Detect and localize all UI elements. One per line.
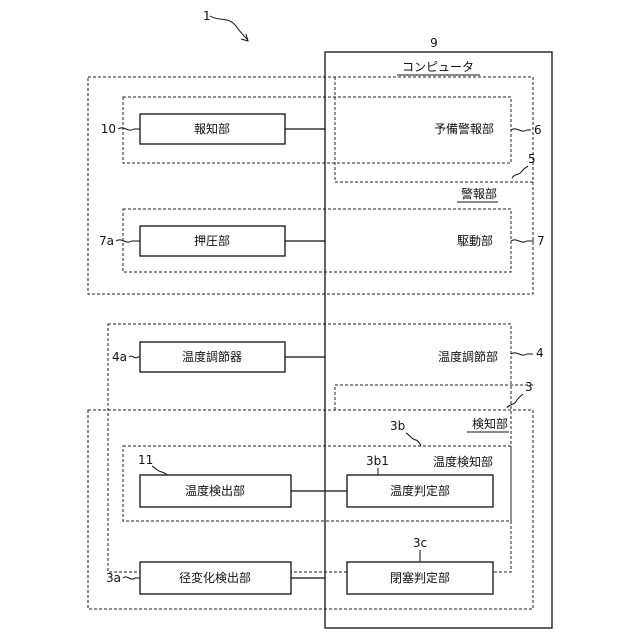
- computer-frame: [325, 52, 552, 628]
- ref-diameter-sensor-leader: [123, 577, 140, 579]
- ref-preliminary-alarm-leader: [511, 129, 531, 131]
- ref-alarm-unit-leader: [512, 166, 528, 178]
- ref-temperature-sensor-leader: [152, 466, 168, 475]
- ref-system-arrowhead: [241, 34, 248, 41]
- temperature-detection-label: 温度検知部: [433, 454, 493, 469]
- temperature-judgment-label: 温度判定部: [390, 483, 450, 498]
- ref-alarm-unit: 5: [528, 152, 536, 166]
- ref-system-leader: [210, 16, 248, 40]
- ref-pressing-leader: [116, 240, 140, 242]
- ref-drive: 7: [537, 234, 545, 248]
- ref-detection-unit: 3: [525, 380, 533, 394]
- computer-label: コンピュータ: [402, 60, 474, 74]
- alarm-unit-outline: [88, 77, 533, 294]
- ref-diameter-sensor: 3a: [106, 571, 121, 585]
- blockage-judgment-label: 閉塞判定部: [390, 570, 450, 585]
- temperature-regulator-label: 温度調節器: [182, 349, 242, 364]
- ref-temperature-regulator-leader: [129, 356, 140, 358]
- ref-notification: 10: [101, 122, 116, 136]
- pressing-label: 押圧部: [194, 233, 230, 248]
- ref-drive-leader: [511, 240, 534, 242]
- ref-blockage-judgment: 3c: [413, 536, 427, 550]
- computer-inner-mask-upper: [326, 164, 333, 190]
- notification-label: 報知部: [194, 121, 230, 136]
- computer-inner-mask-lower: [326, 386, 333, 409]
- ref-notification-leader: [118, 128, 140, 130]
- alarm-unit-label: 警報部: [461, 186, 497, 201]
- diameter-sensor-label: 径変化検出部: [179, 570, 251, 585]
- ref-temperature-control: 4: [536, 346, 544, 360]
- ref-detection-unit-leader: [507, 394, 523, 408]
- ref-preliminary-alarm: 6: [534, 123, 542, 137]
- ref-computer: 9: [430, 36, 438, 50]
- ref-temperature-detection-leader: [406, 433, 421, 446]
- detection-unit-label: 検知部: [472, 416, 508, 431]
- preliminary-alarm-label: 予備警報部: [434, 121, 494, 136]
- temperature-sensor-label: 温度検出部: [185, 483, 245, 498]
- drive-label: 駆動部: [457, 233, 493, 248]
- ref-pressing: 7a: [99, 234, 114, 248]
- ref-temperature-sensor: 11: [138, 453, 153, 467]
- detection-unit-inner-boundary: [335, 385, 533, 410]
- ref-temperature-control-leader: [511, 353, 533, 355]
- ref-temperature-judgment: 3b1: [366, 454, 389, 468]
- ref-system: 1: [203, 9, 211, 23]
- ref-temperature-detection: 3b: [390, 419, 405, 433]
- ref-temperature-regulator: 4a: [112, 350, 127, 364]
- temperature-control-label: 温度調節部: [438, 349, 498, 364]
